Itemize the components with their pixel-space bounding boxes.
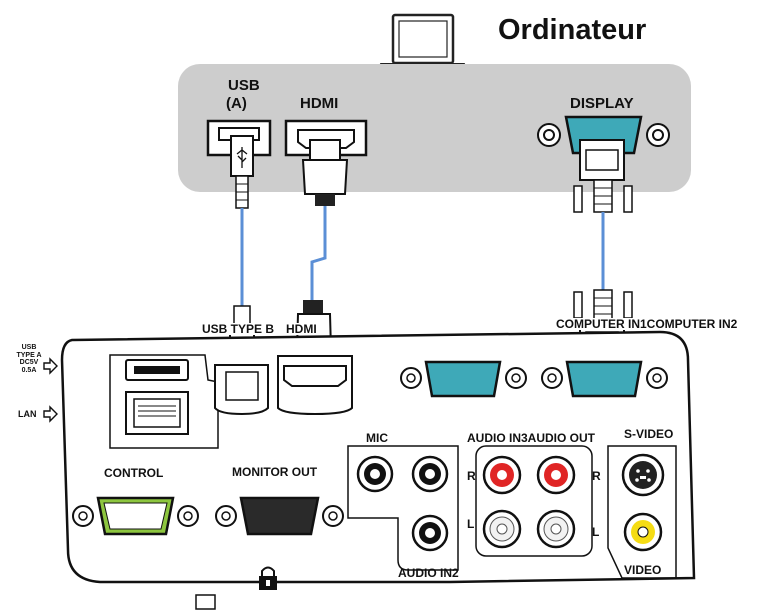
audio-in3-out-group xyxy=(475,445,593,557)
video-jack xyxy=(623,512,663,552)
audio-in3-r-label: R xyxy=(467,469,476,483)
diagram-title: Ordinateur xyxy=(498,14,647,46)
video-group xyxy=(607,445,677,579)
audio-out-l-label: L xyxy=(592,525,600,539)
monitor-out-port xyxy=(215,496,344,536)
audio-in3-l-label: L xyxy=(467,517,475,531)
usb-type-a-line-4: 0.5A xyxy=(21,367,37,375)
lan-arrow-icon xyxy=(43,405,58,423)
computer-usb-type-label: (A) xyxy=(226,95,247,112)
usb-type-a-line-1: USB xyxy=(21,344,37,351)
computer-display-label: DISPLAY xyxy=(570,95,634,112)
s-video-port xyxy=(621,453,665,497)
mic-label: MIC xyxy=(366,431,388,445)
usb-type-a-line-3: DC5V xyxy=(19,359,39,367)
audio-in3-audio-out-label: AUDIO IN3AUDIO OUT xyxy=(467,431,596,445)
usb-a-arrow-icon xyxy=(43,357,58,375)
control-label: CONTROL xyxy=(104,466,164,480)
computer-hdmi-label: HDMI xyxy=(300,95,339,112)
projector-usb-a-port xyxy=(125,359,189,381)
computer-usb-label: USB xyxy=(228,77,260,94)
audio-in2-r-jack xyxy=(411,514,449,552)
audio-in2-label: AUDIO IN2 xyxy=(398,566,459,580)
audio-in3-l-jack xyxy=(482,509,522,549)
audio-out-r-jack xyxy=(536,455,576,495)
control-port xyxy=(72,496,199,536)
audio-out-l-jack xyxy=(536,509,576,549)
monitor-out-label: MONITOR OUT xyxy=(232,465,318,479)
computer-in2-port xyxy=(541,360,668,398)
video-label: VIDEO xyxy=(624,563,662,577)
audio-out-r-label: R xyxy=(592,469,601,483)
projector-lan-port xyxy=(125,391,189,435)
projector-hdmi-label: HDMI xyxy=(286,322,317,336)
computer-in1-port xyxy=(400,360,527,398)
audio-in2-l-jack xyxy=(411,455,449,493)
mic-audio-in2-group xyxy=(347,445,459,571)
lock-icon xyxy=(259,566,277,590)
mic-jack xyxy=(356,455,394,493)
lan-label: LAN xyxy=(18,409,37,419)
security-slot xyxy=(195,594,216,610)
audio-in3-r-jack xyxy=(482,455,522,495)
computer-in-label: COMPUTER IN1COMPUTER IN2 xyxy=(554,317,740,331)
usb-type-b-label: USB TYPE B xyxy=(200,322,277,336)
s-video-label: S-VIDEO xyxy=(624,427,674,441)
usb-type-a-label: USB TYPE A DC5V 0.5A xyxy=(14,344,44,375)
usb-type-a-line-2: TYPE A xyxy=(16,351,42,359)
